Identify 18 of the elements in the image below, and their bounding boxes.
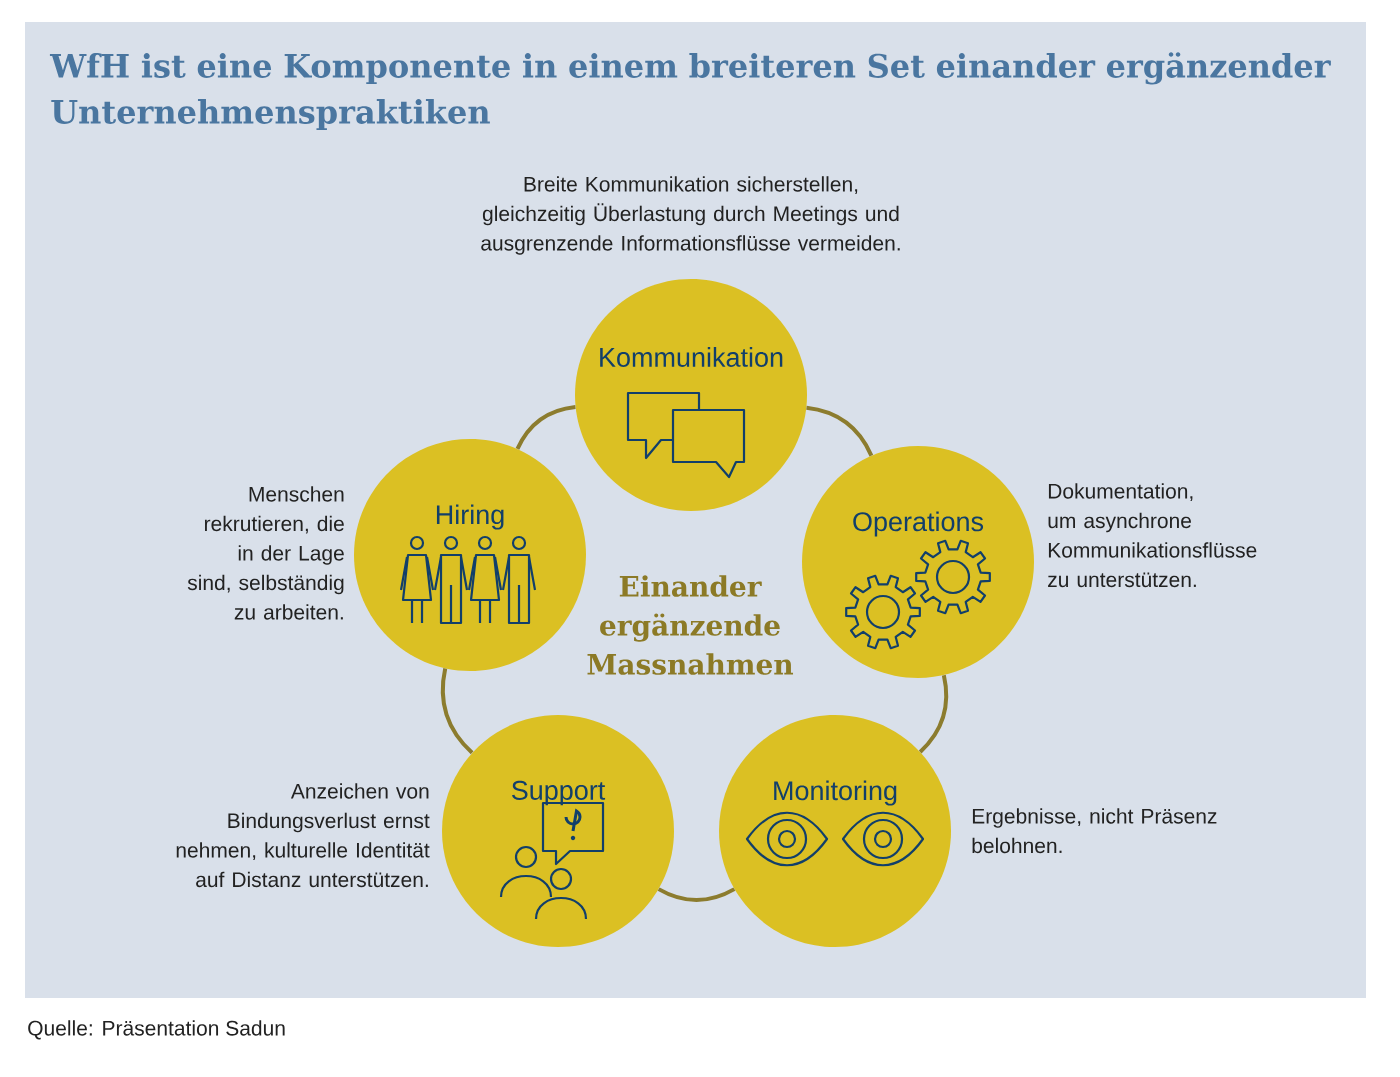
description: Breite Kommunikation sicherstellen, gleichzeitig Überlastung durch Meetings und ausgrenzende Informationsflüsse vermeiden. bbox=[481, 176, 900, 255]
description: Dokumentation, um asynchrone Kommunikationsflüsse zu unterstützen. bbox=[1048, 483, 1257, 588]
ring-arc bbox=[515, 404, 576, 450]
title: WfH ist eine Komponente in einem breiteren Set einander ergänzender Unternehmenspraktiken bbox=[49, 52, 1331, 131]
ring-arc bbox=[440, 668, 474, 755]
circle-node: Kommunikation bbox=[575, 279, 807, 511]
source-note: Quelle: Präsentation Sadun bbox=[28, 1020, 285, 1040]
circle-node: Hiring bbox=[354, 439, 586, 671]
ring-arc bbox=[806, 405, 874, 457]
circle-node: Monitoring bbox=[719, 715, 951, 947]
description: Menschen rekrutieren, die in der Lage sind, selbständig zu arbeiten. bbox=[187, 486, 344, 620]
description: Ergebnisse, nicht Präsenz belohnen. bbox=[972, 808, 1217, 854]
center-label: Einander ergänzende Massnahmen bbox=[587, 575, 793, 675]
ring-arc bbox=[918, 674, 949, 754]
circle-node: Operations bbox=[802, 446, 1034, 678]
ring-arc bbox=[657, 887, 736, 903]
circle-node: Support bbox=[442, 715, 674, 947]
description: Anzeichen von Bindungsverlust ernst nehmen, kulturelle Identität auf Distanz unterstützen. bbox=[176, 783, 430, 888]
